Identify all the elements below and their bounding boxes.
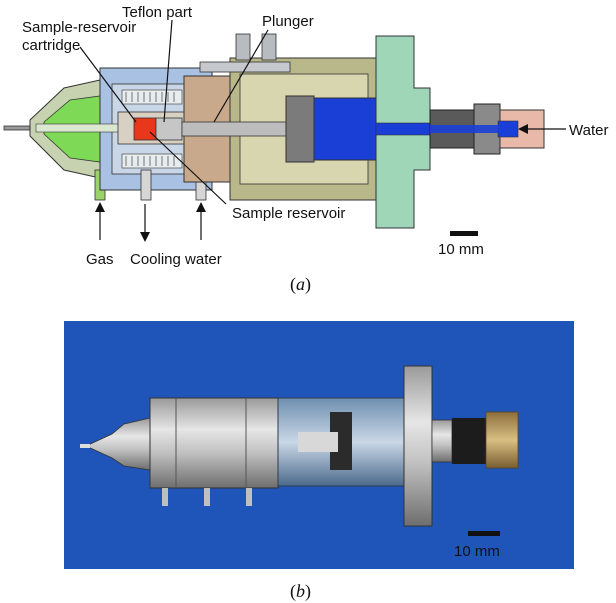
scale-bar-a <box>450 231 478 236</box>
photo-flange <box>403 365 433 527</box>
label-plunger: Plunger <box>262 13 314 30</box>
photo-leg-3 <box>246 488 252 506</box>
label-water: Water <box>569 122 608 139</box>
capillary-channel <box>35 123 129 133</box>
cooling-water-inlet <box>140 169 152 201</box>
top-bolt-left <box>235 33 251 61</box>
photo-rod <box>298 432 338 452</box>
photo-brass-cap <box>485 411 519 469</box>
scale-bar-b <box>468 531 500 536</box>
caption-b: (b) <box>290 581 311 602</box>
photo-metal-body <box>149 397 279 489</box>
photo-needle <box>80 444 90 448</box>
cooling-jacket-bottom <box>121 153 183 169</box>
water-column <box>313 97 377 161</box>
cooling-jacket-top <box>121 89 183 105</box>
top-clamp <box>199 61 291 73</box>
photo-plunger <box>330 412 352 470</box>
plunger-rod <box>181 121 301 137</box>
label-scale-a: 10 mm <box>438 241 484 258</box>
photo-collar <box>431 419 453 463</box>
label-cartridge-line1: Sample-reservoir <box>22 19 136 36</box>
label-sample-reservoir: Sample reservoir <box>232 205 345 222</box>
photo-black-nut <box>452 418 486 464</box>
flange-channel <box>375 122 431 136</box>
panel-a-annotations <box>79 19 566 242</box>
label-cooling-water: Cooling water <box>130 251 222 268</box>
teflon-part <box>155 117 183 141</box>
inlet-line <box>430 125 500 133</box>
caption-a: (a) <box>290 274 311 295</box>
panel-a-drawing <box>3 33 545 236</box>
label-cartridge-line2: cartridge <box>22 37 80 54</box>
label-teflon-part: Teflon part <box>122 4 193 21</box>
photo-leg-1 <box>162 488 168 506</box>
label-gas: Gas <box>86 251 114 268</box>
top-bolt-right <box>261 33 277 61</box>
cooling-coils <box>125 92 175 166</box>
sample-reservoir <box>133 117 157 141</box>
plunger-head <box>285 95 315 163</box>
label-scale-b: 10 mm <box>454 543 500 560</box>
water-inlet-port <box>497 120 519 138</box>
panel-b-photo <box>64 321 574 569</box>
photo-leg-2 <box>204 488 210 506</box>
